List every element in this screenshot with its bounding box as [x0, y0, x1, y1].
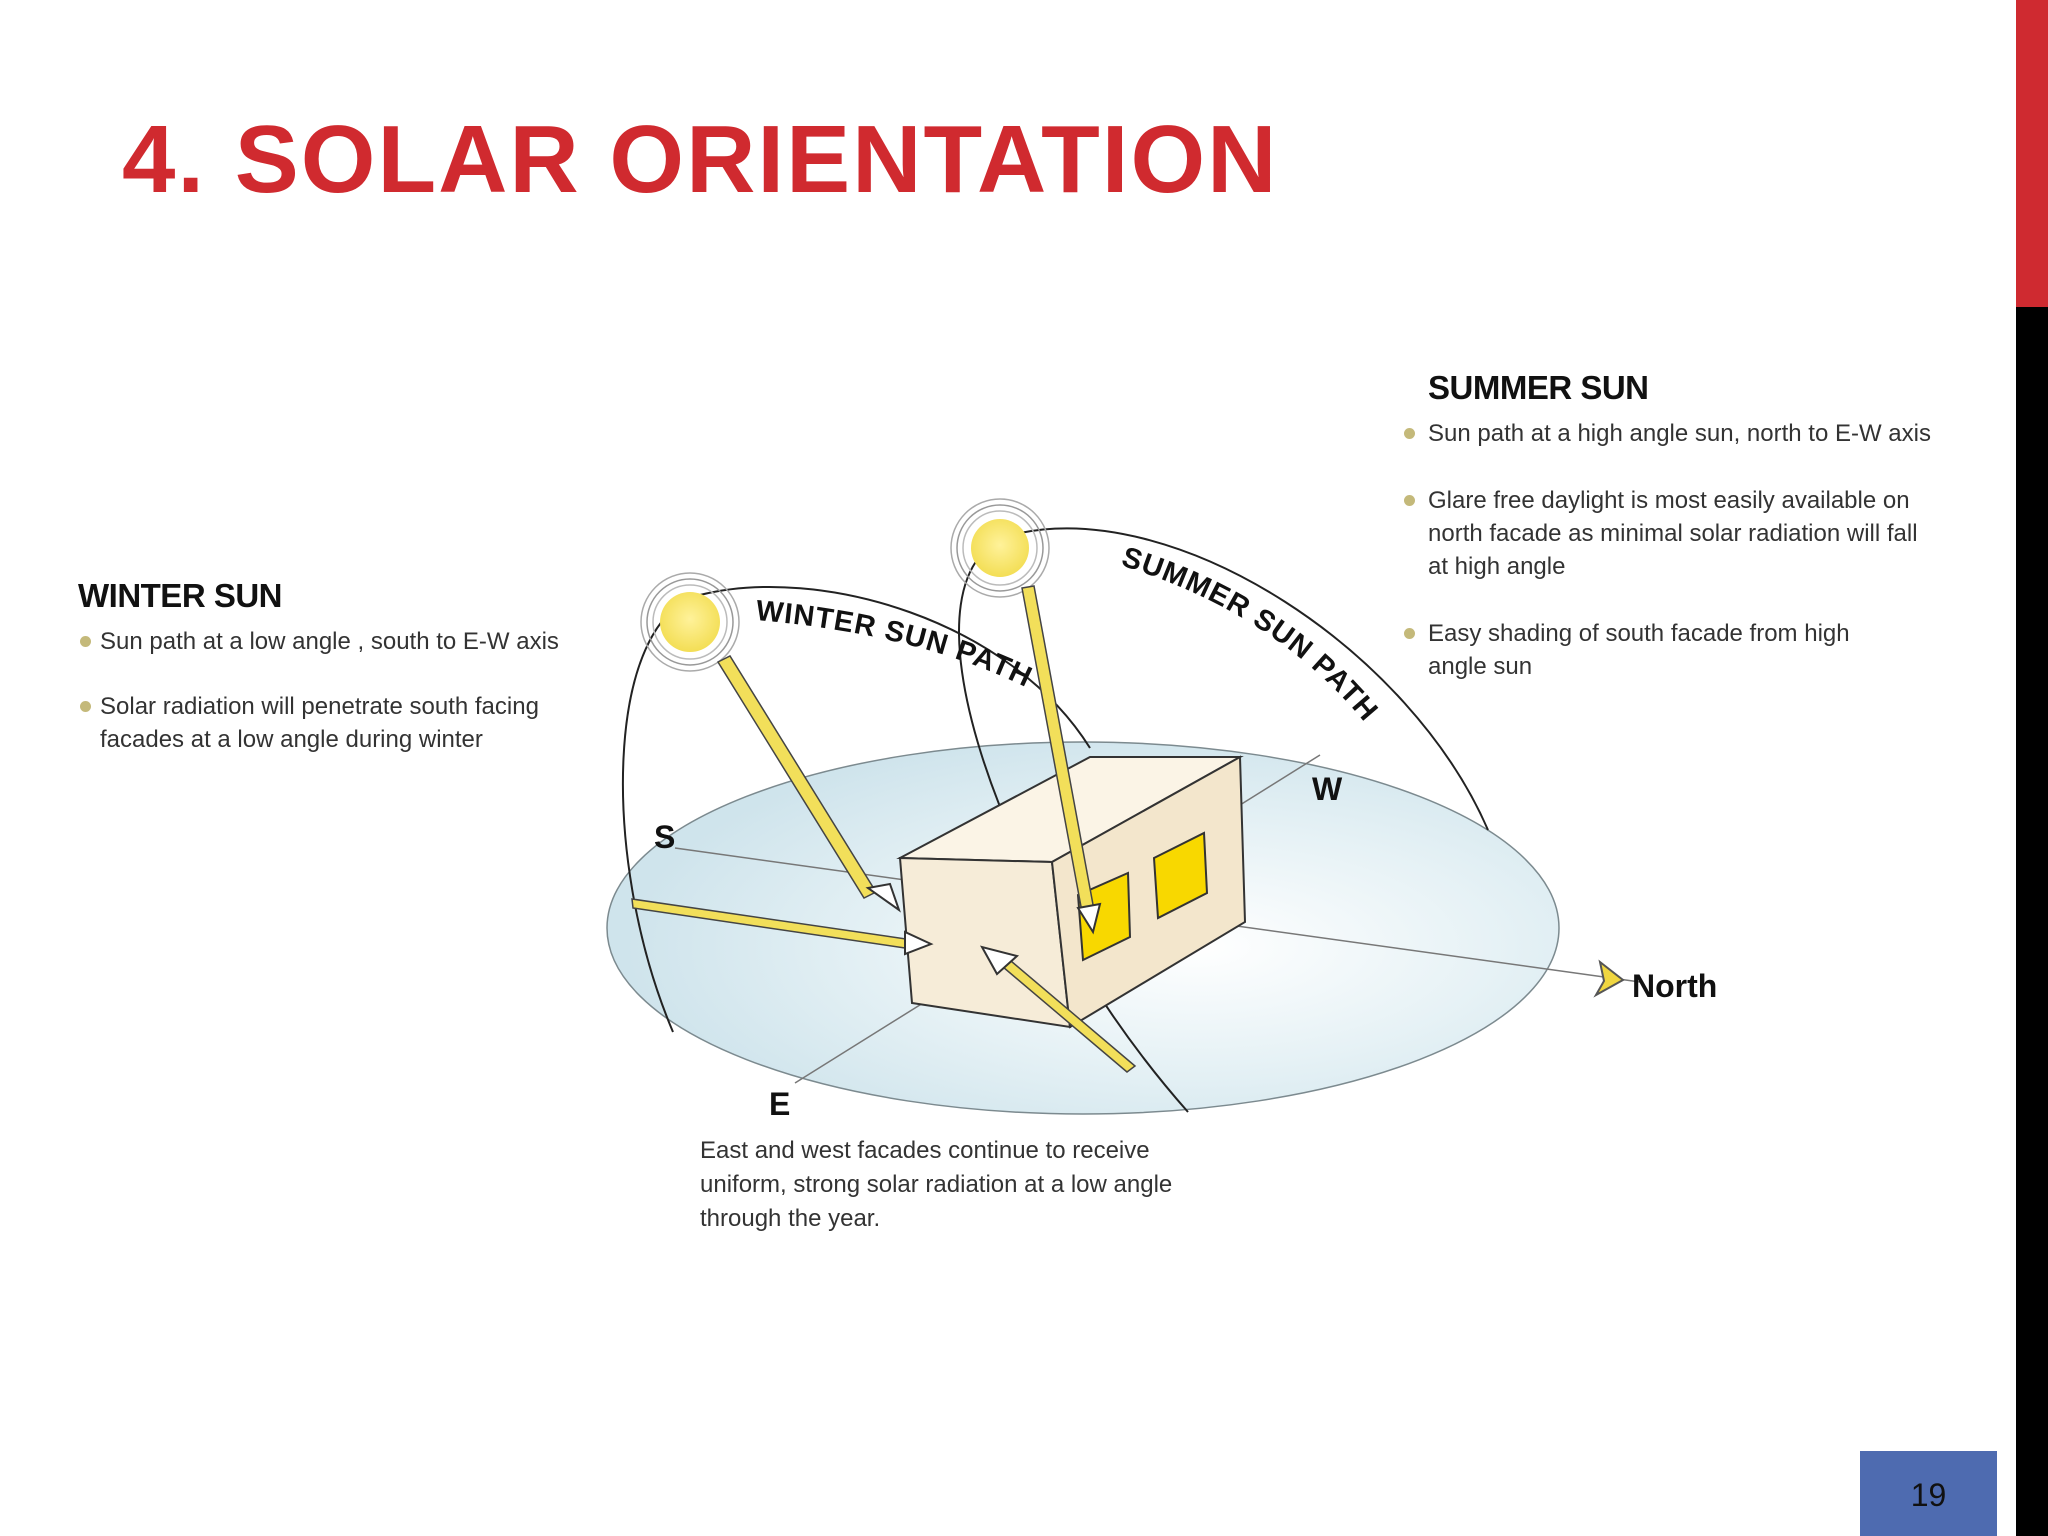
summer-sun-panel: SUMMER SUN Sun path at a high angle sun,… — [1402, 369, 2002, 717]
winter-sun-heading: WINTER SUN — [78, 577, 283, 614]
compass-east: E — [769, 1086, 790, 1122]
summer-sun-path-label: SUMMER SUN PATH — [1118, 541, 1384, 727]
summer-bullet: Easy shading of south facade from high a… — [1402, 617, 1858, 683]
summer-bullet: Glare free daylight is most easily avail… — [1402, 484, 1928, 583]
accent-bar-black — [2016, 307, 2048, 1536]
summer-sun-ray — [1021, 585, 1102, 935]
summer-sun-bullets: Sun path at a high angle sun, north to E… — [1402, 417, 2002, 683]
winter-sun — [640, 572, 740, 672]
compass-south: S — [654, 819, 675, 855]
summer-sun — [950, 498, 1050, 598]
accent-bar-red — [2016, 0, 2048, 307]
page-number: 19 — [1910, 1477, 1947, 1513]
winter-sun-panel: WINTER SUN Sun path at a low angle , sou… — [78, 577, 618, 788]
compass-west: W — [1312, 771, 1343, 807]
winter-bullet: Sun path at a low angle , south to E-W a… — [78, 625, 618, 658]
slide-title: 4. SOLAR ORIENTATION — [122, 106, 1279, 213]
north-window-right — [1152, 831, 1209, 920]
winter-sun-bullets: Sun path at a low angle , south to E-W a… — [78, 625, 618, 756]
page-number-box: 19 — [1860, 1451, 1997, 1536]
west-low-angle-ray — [979, 945, 1137, 1073]
summer-bullet: Sun path at a high angle sun, north to E… — [1402, 417, 2002, 450]
north-arrow-icon — [1593, 959, 1625, 998]
east-low-angle-ray — [631, 898, 934, 956]
winter-sun-ray — [716, 655, 901, 913]
diagram-caption: East and west facades continue to receiv… — [700, 1137, 1173, 1232]
compass-north: North — [1632, 968, 1717, 1004]
winter-bullet: Solar radiation will penetrate south fac… — [78, 690, 620, 756]
summer-sun-heading: SUMMER SUN — [1428, 369, 1649, 406]
winter-sun-path-label: WINTER SUN PATH — [755, 595, 1038, 694]
